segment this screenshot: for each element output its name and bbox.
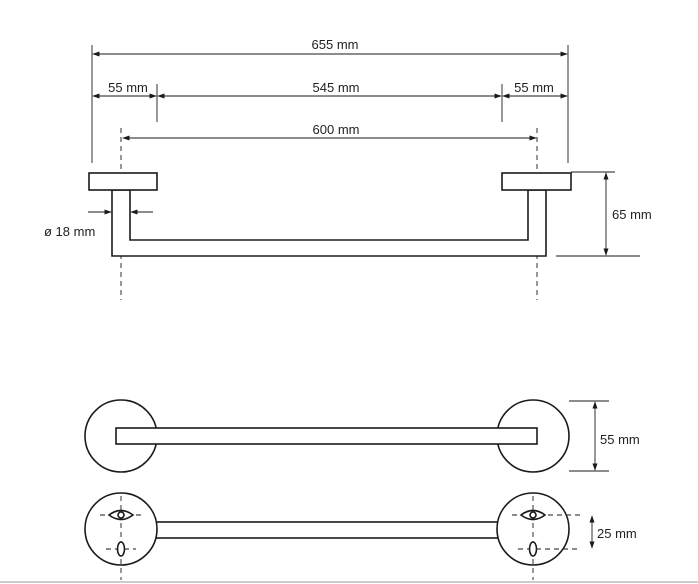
left-lower-slot-icon — [116, 541, 126, 557]
label-right-flange-width: 55 mm — [514, 80, 554, 95]
right-mounting-plate — [496, 492, 570, 566]
right-screw-hole-icon — [529, 511, 537, 519]
label-bar-diameter: ø 18 mm — [44, 224, 95, 239]
right-lower-slot-icon — [528, 541, 538, 557]
left-wall-flange — [88, 172, 158, 191]
top-view: 55 mm — [84, 399, 640, 473]
mounting-view: 25 mm — [84, 492, 637, 580]
label-center-distance: 600 mm — [313, 122, 360, 137]
left-mounting-plate — [84, 492, 158, 566]
label-projection-depth: 65 mm — [612, 207, 652, 222]
label-overall-length: 655 mm — [312, 37, 359, 52]
left-screw-hole-icon — [117, 511, 125, 519]
towel-bar-top-view — [115, 427, 538, 445]
label-left-flange-width: 55 mm — [108, 80, 148, 95]
towel-bar-side-profile — [111, 189, 547, 257]
right-wall-flange — [501, 172, 572, 191]
side-view: 655 mm 55 mm 545 mm 55 mm 600 mm ø 18 mm… — [44, 37, 652, 300]
label-rosette-diameter: 55 mm — [600, 432, 640, 447]
label-mount-spacing: 25 mm — [597, 526, 637, 541]
label-inner-length: 545 mm — [313, 80, 360, 95]
towel-bar-rear-view — [149, 521, 505, 539]
